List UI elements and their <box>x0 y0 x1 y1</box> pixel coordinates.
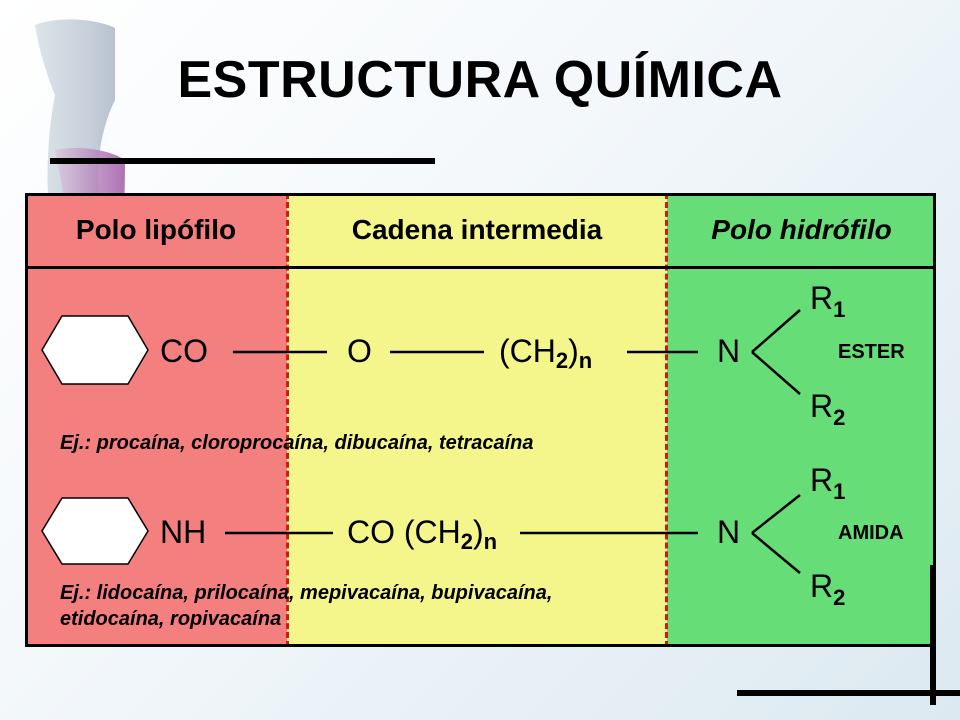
ester-examples: Ej.: procaína, cloroprocaína, dibucaína,… <box>60 432 534 454</box>
column-divider-1 <box>286 193 289 647</box>
amide-r1: R1 <box>810 462 846 504</box>
ester-chain: (CH2)n <box>499 333 593 373</box>
amide-amine-n: N <box>717 514 741 550</box>
ester-amine-n: N <box>717 333 741 369</box>
header-chain: Cadena intermedia <box>351 213 603 245</box>
ester-oxygen: O <box>347 333 372 369</box>
ester-label: ESTER <box>838 341 905 363</box>
amide-chain: CO (CH2)n <box>347 514 498 554</box>
corner-line-vertical <box>930 565 936 705</box>
corner-line-horizontal <box>737 690 960 696</box>
amide-label: AMIDA <box>838 522 904 544</box>
ester-r2: R2 <box>810 388 846 430</box>
amide-examples: Ej.: lidocaína, prilocaína, mepivacaína,… <box>60 582 553 630</box>
page-title: ESTRUCTURA QUÍMICA <box>177 51 783 109</box>
header-divider <box>25 266 936 269</box>
ester-co-group: CO <box>160 333 208 369</box>
column-divider-2 <box>665 193 668 647</box>
structure-table: Polo lipófilo Cadena intermedia Polo hid… <box>25 193 936 647</box>
amide-r2: R2 <box>810 568 846 610</box>
header-hydrophilic: Polo hidrófilo <box>711 213 892 245</box>
amide-nh-group: NH <box>160 514 207 550</box>
title-underline <box>50 158 435 164</box>
header-lipophilic: Polo lipófilo <box>75 213 237 245</box>
ester-r1: R1 <box>810 280 846 322</box>
